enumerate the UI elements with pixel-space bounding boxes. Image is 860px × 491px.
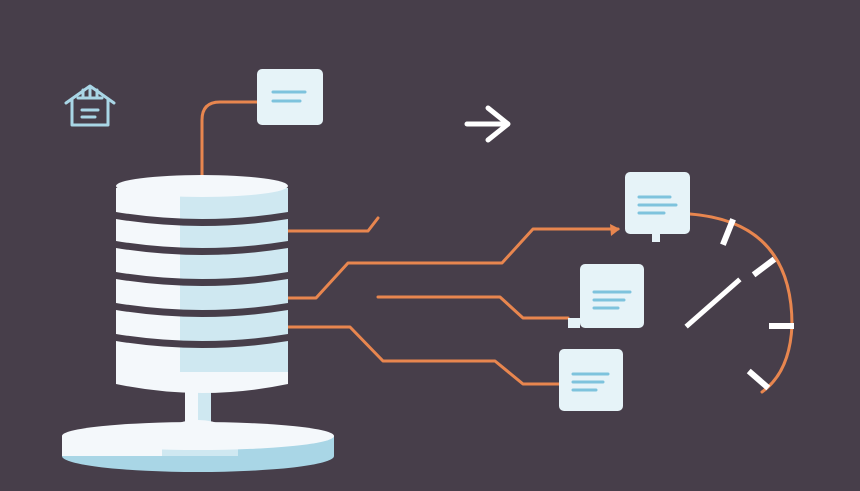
server-rack-bands bbox=[116, 212, 288, 348]
arrow-right-icon bbox=[464, 105, 511, 143]
connector-top bbox=[200, 100, 260, 180]
document-card-top bbox=[257, 69, 323, 125]
connector-middle bbox=[376, 295, 570, 320]
document-card-lower-right bbox=[559, 349, 623, 411]
house-icon bbox=[64, 84, 116, 127]
gauge-icon bbox=[684, 218, 794, 391]
document-card-upper-right bbox=[625, 172, 690, 242]
connector-short bbox=[286, 216, 380, 233]
document-card-middle-right bbox=[568, 264, 644, 328]
connector-arrowhead-icon bbox=[610, 224, 620, 236]
connector-lines bbox=[200, 100, 794, 394]
database-server-icon bbox=[62, 175, 334, 472]
connector-lower bbox=[286, 325, 562, 386]
connector-upper bbox=[286, 227, 620, 300]
gauge-arc bbox=[688, 212, 794, 394]
